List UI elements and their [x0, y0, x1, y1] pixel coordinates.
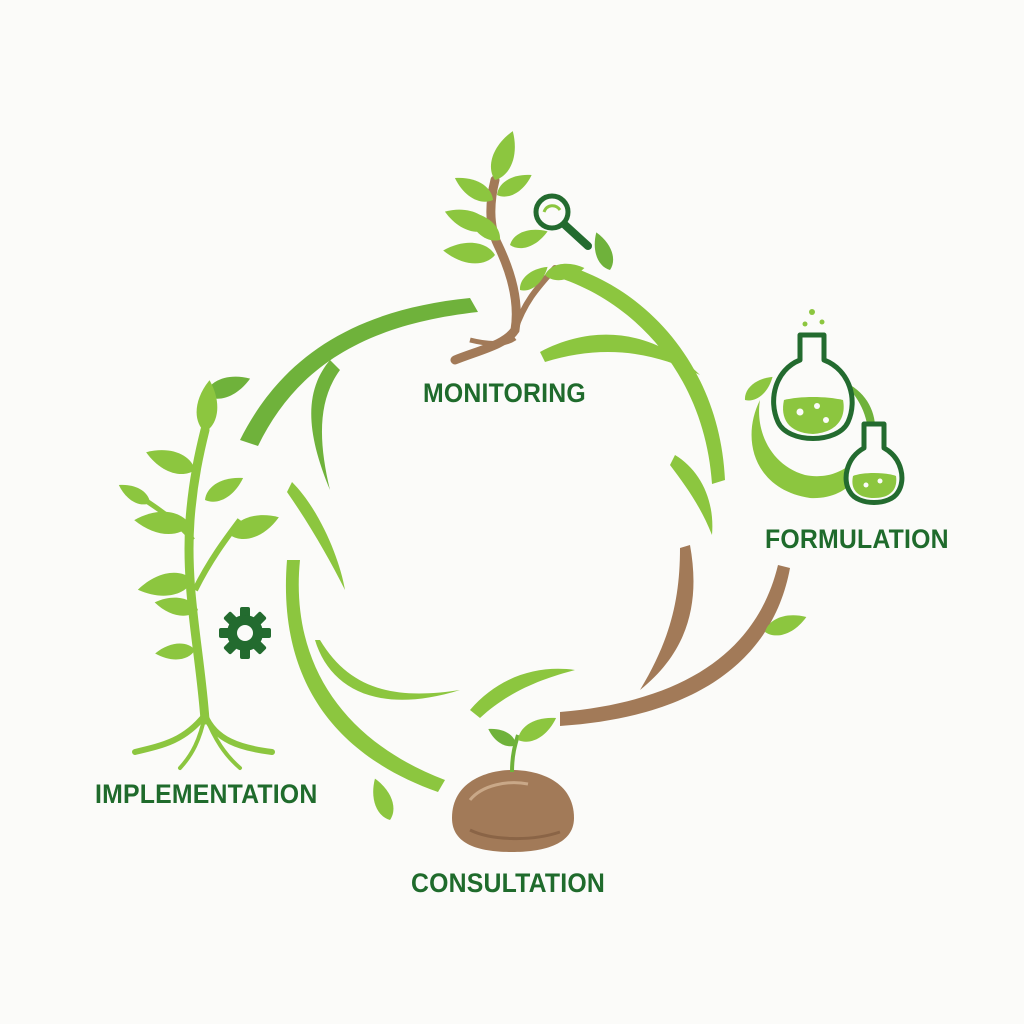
arc-brown-inner: [640, 545, 694, 690]
flask-icon: [771, 309, 905, 505]
monitoring-sapling: [441, 127, 586, 365]
stage-label-formulation: FORMULATION: [765, 524, 949, 554]
arc-bottom-left: [285, 560, 445, 792]
stage-label-implementation: IMPLEMENTATION: [95, 779, 318, 809]
arc-top-right-inner: [540, 334, 700, 375]
arc-bottom-right-brown: [560, 565, 790, 726]
stage-label-consultation: CONSULTATION: [411, 868, 606, 898]
implementation-plant: [115, 379, 283, 770]
arc-bottom-connector: [470, 668, 575, 718]
arc-left-inner: [287, 482, 345, 590]
gear-icon: [219, 607, 271, 659]
seed-sprout-icon: [452, 710, 574, 852]
magnifying-glass-icon: [533, 193, 592, 250]
arc-top-left: [240, 298, 478, 446]
cycle-arcs: [201, 229, 810, 823]
arc-right-inner: [670, 455, 713, 535]
formulation-group: [751, 380, 876, 499]
arc-top-left-inner: [311, 360, 340, 490]
arc-bottom-left-inner: [315, 640, 460, 700]
arc-top-right: [560, 265, 725, 484]
stage-label-monitoring: MONITORING: [423, 378, 586, 408]
